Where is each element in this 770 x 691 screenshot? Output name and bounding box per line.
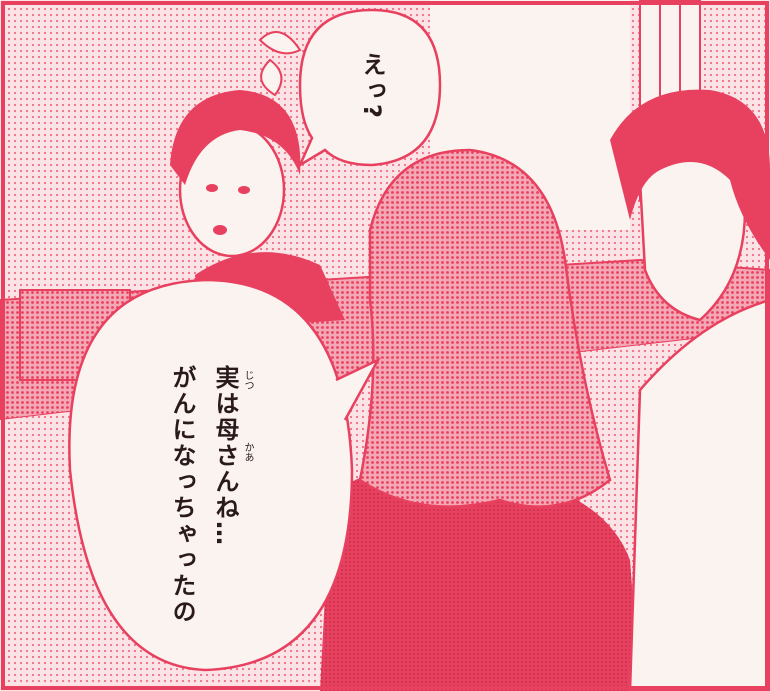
speech-text-top: えっ?	[358, 52, 386, 120]
speech-text-main-line1: 実は母さんね…	[211, 365, 239, 547]
boy-eye-right	[238, 186, 250, 194]
speech-bubble-tail	[335, 357, 381, 421]
plant-leaf	[260, 58, 283, 97]
ruby-jitsu: じつ	[242, 370, 253, 390]
woman-body	[320, 468, 640, 691]
man-hair	[610, 89, 770, 260]
boy-mouth	[213, 225, 227, 235]
man-body	[628, 298, 770, 691]
plant-leaf	[258, 31, 302, 55]
speech-bubble-main	[68, 278, 354, 672]
ruby-kaa: かあ	[242, 442, 253, 462]
boy-hair	[170, 90, 301, 185]
woman-hair	[358, 148, 612, 508]
speech-bubble-top	[297, 8, 442, 169]
boy-eye-left	[206, 184, 218, 192]
speech-text-main-line2: がんになっちゃったの	[168, 365, 196, 625]
